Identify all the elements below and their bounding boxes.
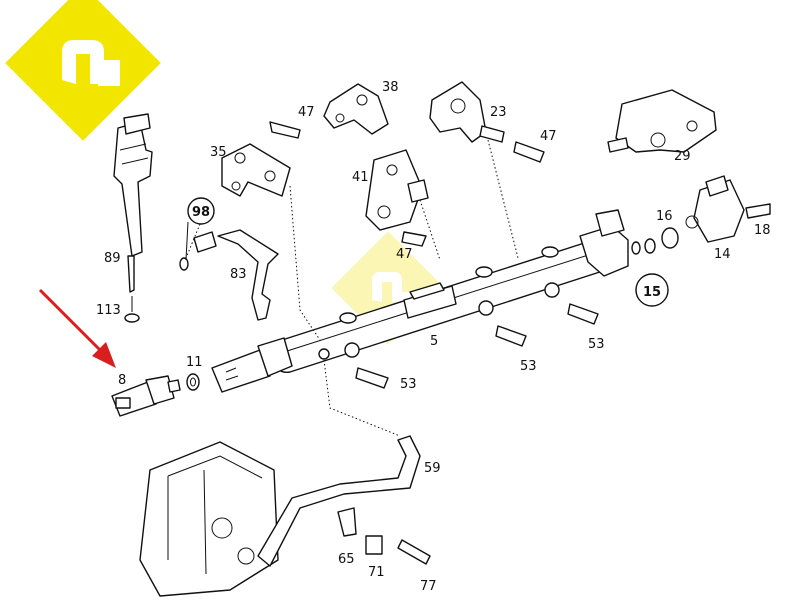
callout-47-b: 47 <box>540 129 557 144</box>
callout-47-c: 47 <box>396 247 413 262</box>
callout-29: 29 <box>674 149 691 164</box>
callout-89: 89 <box>104 251 121 266</box>
washer-part-11 <box>186 373 200 391</box>
sensor-part-8 <box>111 375 181 417</box>
callout-53-c: 53 <box>588 337 605 352</box>
callout-47-a: 47 <box>298 105 315 120</box>
leader-line <box>487 139 519 259</box>
callout-98: 98 <box>192 205 210 220</box>
clip-part-71 <box>365 535 383 555</box>
callout-5: 5 <box>430 334 438 349</box>
callout-16: 16 <box>656 209 673 224</box>
bolt-part-47-top <box>513 141 545 163</box>
callout-18: 18 <box>754 223 771 238</box>
callout-38: 38 <box>382 80 399 95</box>
callout-35: 35 <box>210 145 227 160</box>
callout-23: 23 <box>490 105 507 120</box>
bolt-part-47-left <box>269 121 301 139</box>
bracket-part-38 <box>323 83 389 135</box>
callout-11: 11 <box>186 355 203 370</box>
leader-line <box>323 359 401 437</box>
washer-part-15a <box>631 241 641 255</box>
callout-65: 65 <box>338 552 355 567</box>
bolt-part-18 <box>745 203 771 219</box>
rail-pressure-sensor <box>211 337 293 393</box>
callout-41: 41 <box>352 170 369 185</box>
bolt-part-77 <box>397 539 431 565</box>
callout-8: 8 <box>118 373 126 388</box>
bolt-part-53-left <box>355 367 389 389</box>
callout-53-a: 53 <box>400 377 417 392</box>
callout-14: 14 <box>714 247 731 262</box>
callout-71: 71 <box>368 565 385 580</box>
fuel-line-part-59 <box>257 435 421 567</box>
bracket-part-41 <box>365 149 429 231</box>
fuel-rail <box>271 209 629 373</box>
callout-circle-15 <box>635 273 669 307</box>
high-pressure-pump <box>139 441 279 597</box>
callout-59: 59 <box>424 461 441 476</box>
callout-53-b: 53 <box>520 359 537 374</box>
callout-83: 83 <box>230 267 247 282</box>
leader-line <box>289 185 321 341</box>
housing-part-29 <box>607 89 717 153</box>
bracket-part-23 <box>429 81 505 143</box>
bolt-part-53-mid <box>495 325 527 347</box>
washer-part-15b <box>644 238 656 254</box>
bolt-part-53-right <box>567 303 599 325</box>
fitting-part-98 <box>179 197 217 271</box>
washer-hole <box>190 377 196 387</box>
seal-part-113 <box>124 313 140 323</box>
injector-part-89 <box>113 113 153 293</box>
red-arrow-icon <box>38 288 116 368</box>
clip-part-65 <box>337 507 357 537</box>
bracket-part-35 <box>221 143 291 197</box>
injector-line-part-83 <box>217 229 279 321</box>
callout-113: 113 <box>96 303 121 318</box>
valve-part-14 <box>685 175 745 243</box>
seal-ring-part-16 <box>661 227 679 249</box>
callout-77: 77 <box>420 579 437 594</box>
callout-15: 15 <box>643 285 661 300</box>
bolt-part-47-mid <box>401 231 427 247</box>
leader-line <box>419 199 441 261</box>
